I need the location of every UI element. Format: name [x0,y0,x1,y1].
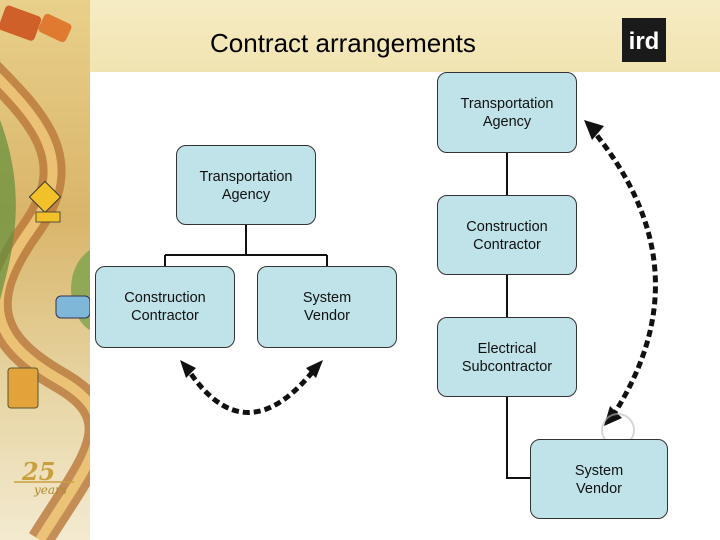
page-title: Contract arrangements [210,28,476,58]
node-label: Transportation Agency [460,96,554,130]
anniversary-badge: 25 years [12,457,82,502]
left-node-system-vendor: System Vendor [257,266,397,348]
header-banner [0,0,720,72]
arrow-head-right-a [584,120,604,140]
node-label: Construction Contractor [466,219,548,253]
node-label: System Vendor [574,463,624,497]
node-label: System Vendor [302,290,352,324]
left-node-transportation-agency: Transportation Agency [176,145,316,225]
right-node-transportation-agency: Transportation Agency [437,72,577,153]
right-node-construction-contractor: Construction Contractor [437,195,577,275]
right-chain-lines [506,153,530,479]
right-node-electrical-subcontractor: Electrical Subcontractor [437,317,577,397]
decorative-illustration [0,0,90,540]
arrow-head-left-b [306,360,323,378]
ird-logo: ird [622,18,666,62]
logo-text: ird [629,28,660,55]
right-node-system-vendor: System Vendor [530,439,668,519]
node-label: Construction Contractor [124,290,206,324]
dashed-arrow-right [588,125,658,422]
left-node-construction-contractor: Construction Contractor [95,266,235,348]
node-label: Transportation Agency [199,169,293,203]
node-label: Electrical Subcontractor [461,341,553,375]
badge-number: 25 [21,458,55,486]
badge-label: years [33,483,67,497]
dashed-arrow-left [182,363,320,415]
left-tree-lines [164,225,328,266]
arrow-head-left-a [180,360,196,378]
arrow-head-right-b [604,406,622,426]
